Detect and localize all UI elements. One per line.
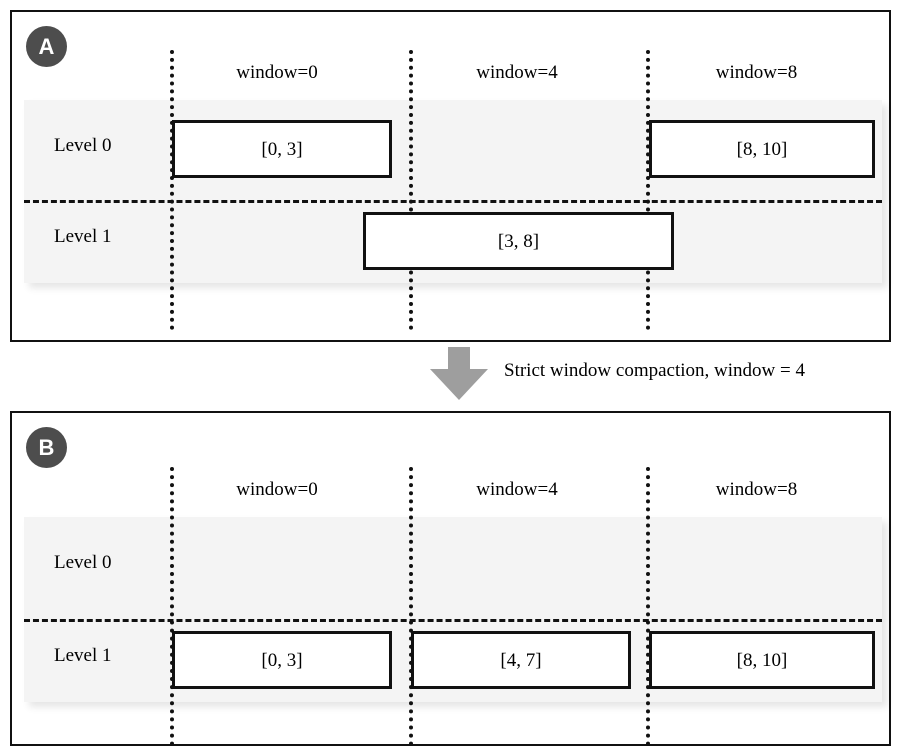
panel-a-content: A window=0 window=4 window=8 Level 0 Lev… (12, 12, 889, 340)
interval-box-level0-8-10: [8, 10] (649, 120, 875, 178)
panel-a-badge: A (26, 26, 67, 67)
level-label-1: Level 1 (54, 226, 112, 248)
transition-group: Strict window compaction, window = 4 (0, 344, 906, 404)
window-separator-8 (646, 467, 650, 746)
interval-box-level1-0-3: [0, 3] (172, 631, 392, 689)
interval-box-level1-3-8: [3, 8] (363, 212, 674, 270)
interval-box-level1-8-10: [8, 10] (649, 631, 875, 689)
panel-a-level-row-0: Level 0 (24, 100, 882, 192)
column-header-window-4: window=4 (476, 479, 558, 500)
panel-b: B window=0 window=4 window=8 Level 0 Lev… (10, 411, 891, 746)
window-separator-4 (409, 467, 413, 746)
window-separator-0 (170, 467, 174, 746)
down-arrow-icon (430, 347, 488, 400)
panel-a-level-row-1: Level 1 (24, 192, 882, 284)
column-header-window-0: window=0 (236, 479, 318, 500)
window-separator-4 (409, 50, 413, 330)
panel-b-level-row-0: Level 0 (24, 517, 882, 610)
transition-caption: Strict window compaction, window = 4 (504, 360, 805, 381)
interval-box-level0-0-3: [0, 3] (172, 120, 392, 178)
column-header-window-8: window=8 (715, 479, 798, 500)
panel-b-level-row-1: Level 1 (24, 610, 882, 703)
column-header-window-4: window=4 (476, 62, 558, 83)
column-header-window-0: window=0 (236, 62, 318, 83)
panel-b-content: B window=0 window=4 window=8 Level 0 Lev… (12, 413, 889, 746)
panel-a-column-headers: window=0 window=4 window=8 (12, 58, 889, 88)
panel-a: A window=0 window=4 window=8 Level 0 Lev… (10, 10, 891, 342)
panel-b-column-headers: window=0 window=4 window=8 (12, 475, 889, 505)
level-label-0: Level 0 (54, 552, 112, 574)
level-label-1: Level 1 (54, 644, 112, 666)
panel-a-level-divider (24, 200, 882, 203)
interval-box-level1-4-7: [4, 7] (411, 631, 631, 689)
panel-b-level-divider (24, 619, 882, 622)
level-label-0: Level 0 (54, 134, 112, 156)
window-separator-0 (170, 50, 174, 330)
window-separator-8 (646, 50, 650, 330)
panel-b-badge: B (26, 427, 67, 468)
column-header-window-8: window=8 (715, 62, 798, 83)
